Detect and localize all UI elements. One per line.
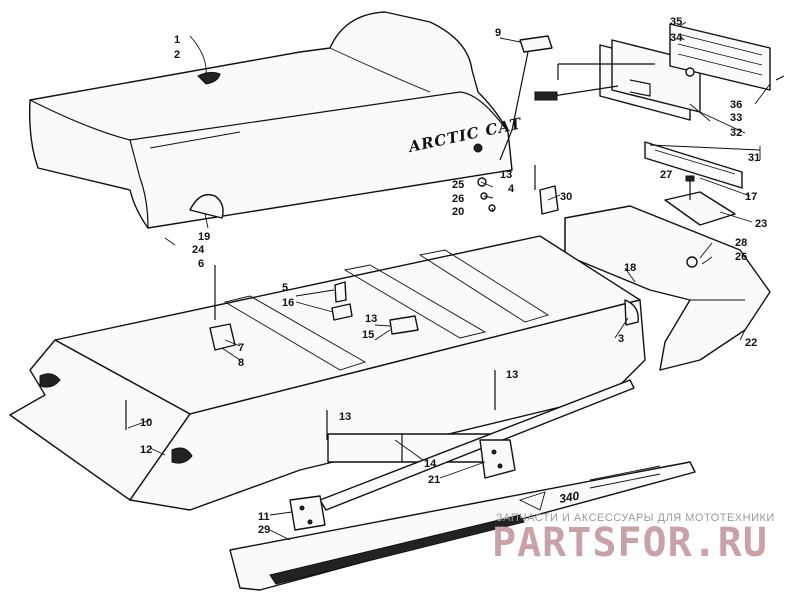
- leader-lines: [127, 21, 771, 541]
- main-tunnel: [9, 235, 646, 511]
- callout-7: 7: [238, 342, 244, 354]
- watermark: ЗАПЧАСТИ И АКСЕССУАРЫ ДЛЯ МОТОТЕХНИКИ PA…: [492, 512, 775, 566]
- callout-14: 14: [424, 458, 437, 470]
- watermark-logo: PARTSFOR.RU: [492, 520, 768, 566]
- running-board-bar: [319, 379, 635, 511]
- callout-6: 6: [198, 258, 204, 270]
- callout-26b: 26: [735, 251, 747, 263]
- callout-27: 27: [660, 169, 672, 181]
- callout-33: 33: [730, 112, 742, 124]
- model-decal: 340: [558, 489, 580, 506]
- callout-12: 12: [140, 444, 152, 456]
- decal-strip: [644, 141, 743, 189]
- callout-labels: 1 2 3 4 5 6 7 8 9 10 11 12 13 13 13 13 1…: [140, 16, 767, 536]
- callout-10: 10: [140, 417, 152, 429]
- callout-30: 30: [560, 191, 572, 203]
- callout-21: 21: [428, 474, 440, 486]
- callout-2: 2: [174, 49, 180, 61]
- tail-light-assembly: [534, 23, 785, 121]
- callout-23: 23: [755, 218, 767, 230]
- callout-3: 3: [618, 333, 624, 345]
- callout-28: 28: [735, 237, 747, 249]
- callout-32: 32: [730, 127, 742, 139]
- callout-11: 11: [258, 511, 270, 523]
- seat-cushion: ARCTIC CAT: [29, 11, 524, 229]
- callout-20: 20: [452, 206, 464, 218]
- callout-26a: 26: [452, 193, 464, 205]
- rear-hood: [564, 205, 771, 371]
- mounting-brackets: [289, 439, 516, 531]
- side-decal-stripe: 340: [229, 461, 696, 591]
- callout-36: 36: [730, 99, 742, 111]
- callout-31: 31: [748, 152, 760, 164]
- callout-5: 5: [282, 282, 288, 294]
- callout-25: 25: [452, 179, 464, 191]
- callout-35: 35: [670, 16, 682, 28]
- watermark-caption: ЗАПЧАСТИ И АКСЕССУАРЫ ДЛЯ МОТОТЕХНИКИ: [496, 512, 775, 524]
- callout-13d: 13: [339, 411, 351, 423]
- bracket-plate: [664, 175, 736, 226]
- callout-1: 1: [174, 34, 180, 46]
- callout-8: 8: [238, 357, 244, 369]
- callout-29: 29: [258, 524, 270, 536]
- callout-24: 24: [192, 244, 205, 256]
- callout-13b: 13: [365, 313, 377, 325]
- callout-16: 16: [282, 297, 294, 309]
- callout-9: 9: [495, 27, 501, 39]
- callout-34: 34: [670, 32, 683, 44]
- callout-15: 15: [362, 329, 374, 341]
- callout-4: 4: [508, 183, 515, 195]
- callout-18: 18: [624, 262, 636, 274]
- callout-22: 22: [745, 337, 757, 349]
- callout-13a: 13: [500, 169, 512, 181]
- callout-17: 17: [745, 191, 757, 203]
- callout-19: 19: [198, 231, 210, 243]
- callout-13c: 13: [506, 369, 518, 381]
